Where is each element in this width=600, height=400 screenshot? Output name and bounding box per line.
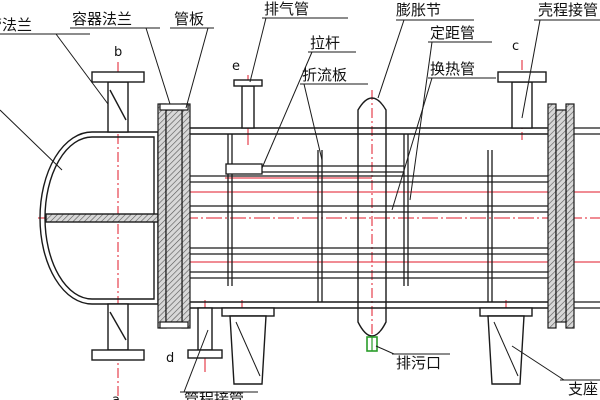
right-flanges xyxy=(547,103,600,329)
leader-lines xyxy=(0,17,600,393)
supports xyxy=(221,307,533,385)
label-tie-rod: 拉杆 xyxy=(310,34,340,52)
label-pipe-flange: 接管法兰 xyxy=(0,16,32,34)
label-shell-nozzle: 壳程接管 xyxy=(538,1,598,19)
expansion-joint xyxy=(357,97,387,337)
label-vessel-flange: 容器法兰 xyxy=(72,10,132,28)
left-head xyxy=(39,131,159,305)
baffles xyxy=(227,134,493,302)
label-tube-nozzle: 管程接管 xyxy=(184,390,244,400)
nozzle-letter-a: a xyxy=(112,393,120,400)
label-expansion-joint: 膨胀节 xyxy=(396,1,441,19)
nozzle-b xyxy=(91,71,145,133)
nozzle-letters: b e c d a xyxy=(112,39,519,400)
vent-pipe-e xyxy=(233,79,263,129)
label-support: 支座 xyxy=(568,380,598,398)
nozzle-letter-d: d xyxy=(166,351,174,366)
tie-rod xyxy=(225,163,404,175)
label-tube-sheet: 管板 xyxy=(174,10,204,28)
nozzle-c xyxy=(497,71,547,129)
drain-marker xyxy=(366,336,378,352)
nozzle-a xyxy=(91,303,145,361)
nozzle-letter-c: c xyxy=(512,39,519,54)
left-flanges xyxy=(157,103,191,329)
nozzle-d xyxy=(187,307,223,359)
label-spacer-tube: 定距管 xyxy=(430,24,475,42)
label-heat-exchange-tube: 换热管 xyxy=(430,60,475,78)
label-baffle: 折流板 xyxy=(302,66,347,84)
label-drain: 排污口 xyxy=(396,354,441,372)
tube-bundle xyxy=(190,175,548,279)
label-vent-pipe: 排气管 xyxy=(264,0,309,18)
nozzle-letter-b: b xyxy=(114,45,122,60)
nozzle-letter-e: e xyxy=(232,59,240,74)
